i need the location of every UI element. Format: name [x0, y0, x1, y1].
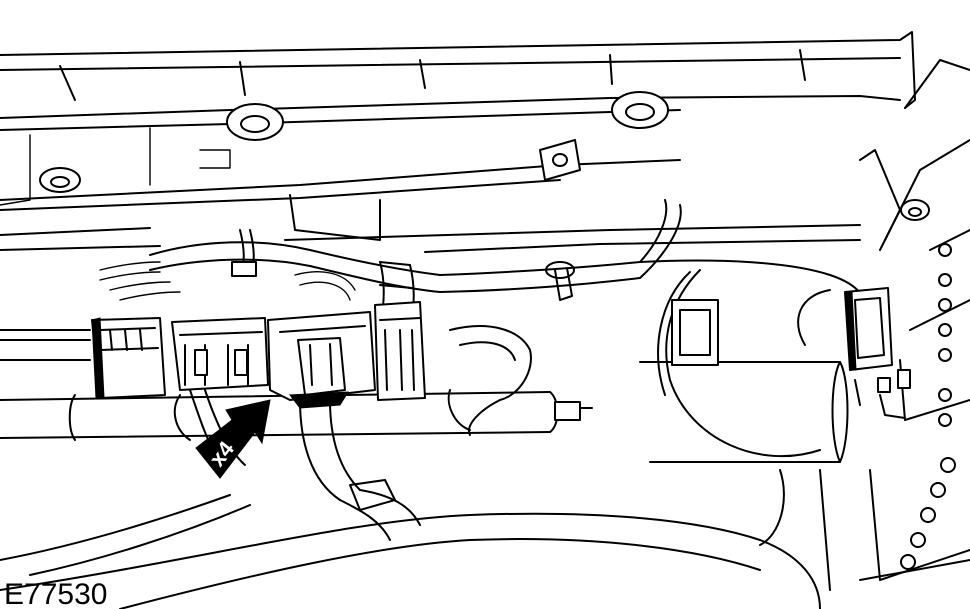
figure-id-label: E77530: [4, 578, 107, 609]
harness-down-run: [173, 389, 421, 541]
callout-arrow: x4: [195, 399, 271, 479]
connector-center: [267, 311, 376, 409]
mount-washers: [39, 91, 669, 301]
floor-panel: [0, 469, 821, 609]
connector-mid-tube: [671, 299, 719, 366]
connector-far-right: [844, 287, 911, 419]
lower-tube: [0, 329, 849, 463]
connector-right-small: [374, 301, 426, 401]
connector-middle-left: [171, 317, 269, 391]
perforated-rail: [900, 243, 956, 570]
connector-left: [91, 317, 166, 399]
upper-frame: [0, 31, 916, 253]
right-side-frame: [819, 59, 970, 591]
